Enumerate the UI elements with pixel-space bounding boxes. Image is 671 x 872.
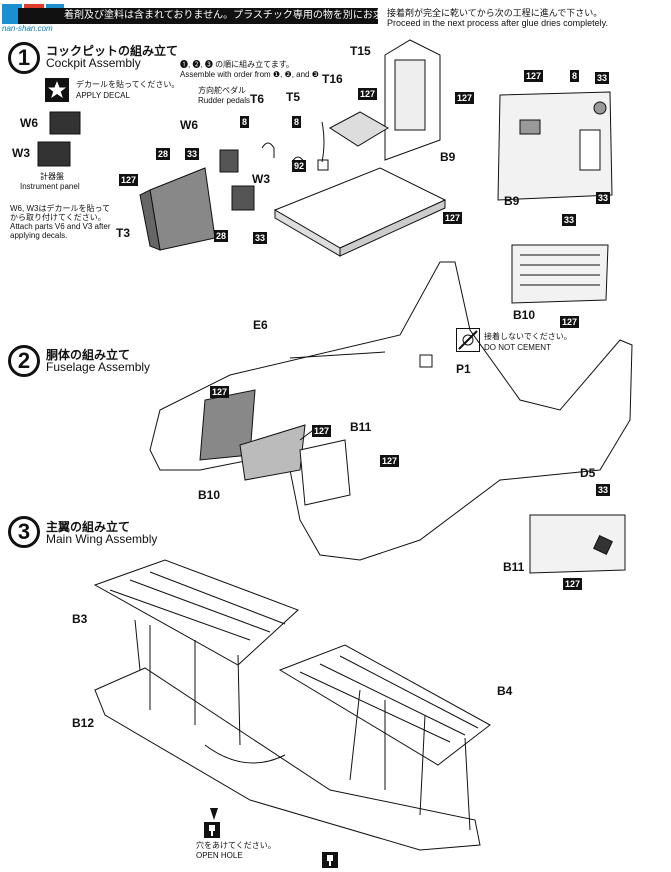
panel-jp: 計器盤 [40,172,64,181]
part-t15: T15 [350,44,371,58]
paint-tag-8: 8 [570,70,580,82]
decal-en: APPLY DECAL [76,91,130,100]
paint-tag-33: 33 [595,72,610,84]
attach-en-1: Attach parts V6 and V3 after [10,222,111,231]
paint-tag-127: 127 [443,212,463,224]
dry-note-jp: 接着剤が完全に乾いてから次の工程に進んで下さい。 [387,8,603,18]
order-en: Assemble with order from ❶, ❷, and ❸ [180,70,319,79]
step-2-number: 2 [8,345,40,377]
part-e6: E6 [253,318,268,332]
dry-note-en: Proceed in the next process after glue d… [387,18,608,28]
hole-en: OPEN HOLE [196,851,243,860]
step-3-title-en: Main Wing Assembly [46,532,158,546]
paint-tag-127: 127 [380,455,400,467]
part-p1: P1 [456,362,471,376]
logo-text: nan-shan.com [2,24,53,33]
part-t16: T16 [322,72,343,86]
rudder-en: Rudder pedals [198,96,251,105]
paint-tag-127: 127 [210,386,230,398]
step-1-title-jp: コックピットの組み立て [46,44,179,58]
step-1-number: 1 [8,42,40,74]
no-cement-icon [456,328,480,352]
part-b11-detail: B11 [503,560,525,574]
paint-tag-127: 127 [119,174,139,186]
paint-tag-8: 8 [240,116,250,128]
order-jp: ❶, ❷, ❸ の順に組み立てます。 [180,60,294,69]
paint-tag-28: 28 [156,148,171,160]
part-b11: B11 [350,420,372,434]
part-b4: B4 [497,684,513,698]
cement-en: DO NOT CEMENT [484,343,551,352]
decal-star-icon [45,78,69,102]
attach-jp-2: から取り付けてください。 [10,213,106,222]
paint-tag-92: 92 [292,160,307,172]
paint-tag-127: 127 [563,578,583,590]
step-3-title-jp: 主翼の組み立て [46,520,131,534]
paint-tag-33: 33 [253,232,268,244]
step-1-title-en: Cockpit Assembly [46,56,141,70]
drill-icon [322,852,338,868]
drill-icon [204,822,220,838]
paint-tag-28: 28 [214,230,229,242]
attach-en-2: applying decals. [10,231,68,240]
paint-tag-33: 33 [596,192,611,204]
paint-tag-33: 33 [596,484,611,496]
rudder-jp: 方向舵ペダル [198,86,246,95]
cement-jp: 接着しないでください。 [484,332,572,341]
paint-tag-127: 127 [312,425,332,437]
part-b3: B3 [72,612,88,626]
part-d5: D5 [580,466,596,480]
paint-tag-127: 127 [560,316,580,328]
paint-tag-33: 33 [185,148,200,160]
glue-warning: 着剤及び塗料は含まれておりません。プラスチック専用の物を別にお求め下さい。 [18,8,378,24]
step-2-title-en: Fuselage Assembly [46,360,151,374]
part-b9: B9 [440,150,456,164]
part-w3-decal: W3 [12,146,30,160]
paint-tag-127: 127 [455,92,475,104]
part-b10-detail: B10 [513,308,536,322]
part-b12: B12 [72,716,95,730]
attach-jp-1: W6, W3はデカールを貼って [10,204,111,213]
panel-en: Instrument panel [20,182,80,191]
paint-tag-8: 8 [292,116,302,128]
decal-jp: デカールを貼ってください。 [76,80,180,89]
part-t3: T3 [116,226,131,240]
part-b9-detail: B9 [504,194,520,208]
hole-jp: 穴をあけてください。 [196,841,276,850]
part-t5: T5 [286,90,301,104]
paint-tag-33: 33 [562,214,577,226]
part-b10: B10 [198,488,221,502]
step-2-title-jp: 胴体の組み立て [46,348,131,362]
part-w3: W3 [252,172,270,186]
part-t6: T6 [250,92,265,106]
paint-tag-127: 127 [358,88,378,100]
part-w6-decal: W6 [20,116,38,130]
part-w6: W6 [180,118,198,132]
step-3-number: 3 [8,516,40,548]
paint-tag-127: 127 [524,70,544,82]
